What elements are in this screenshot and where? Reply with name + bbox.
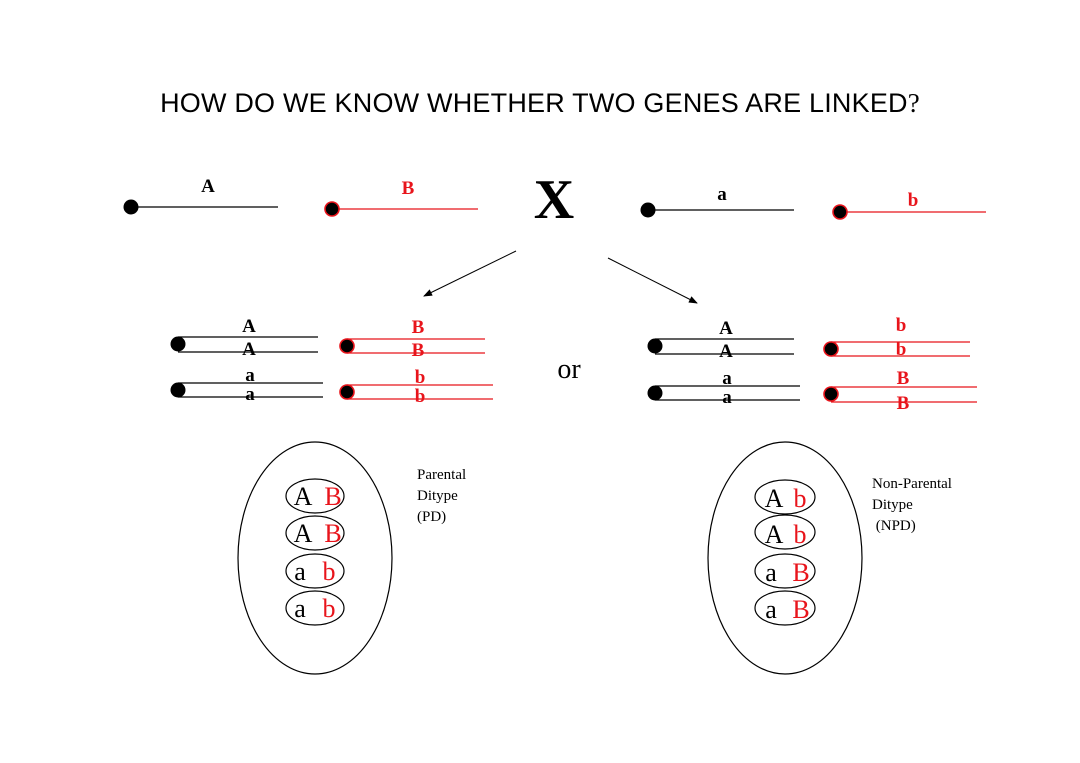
spore-gene: b	[794, 520, 807, 549]
spore-gene: A	[765, 520, 784, 549]
caption-line: Ditype	[417, 488, 458, 504]
parent1-chromosome-A: A	[123, 176, 278, 215]
spore-gene: B	[792, 558, 809, 587]
spore-gene: a	[765, 595, 777, 624]
gene-label-b: b	[908, 190, 919, 211]
spore-gene: b	[323, 557, 336, 586]
gene-label: A	[719, 318, 733, 339]
spore	[754, 479, 816, 515]
ascus-outline	[707, 441, 863, 675]
spore	[285, 515, 345, 551]
left-meiosis-row2-red: b b	[339, 367, 493, 407]
parent2-chromosome-b: b	[832, 190, 986, 220]
gene-label-A: A	[201, 176, 215, 197]
gene-label: A	[719, 341, 733, 362]
spore-gene: a	[294, 557, 306, 586]
left-meiosis-row1-red: B B	[339, 317, 485, 361]
left-meiosis-row1-black: A A	[170, 316, 318, 360]
spore-gene: b	[323, 594, 336, 623]
parent2-chromosome-a: a	[640, 184, 794, 218]
gene-label: a	[245, 365, 255, 386]
cross-symbol: X	[534, 169, 574, 231]
spore	[285, 478, 345, 514]
gene-label: a	[245, 384, 255, 405]
ascus-non-parental-ditype: A b A b a B a B Non-Parental Ditype (NPD…	[707, 441, 952, 675]
spore-gene: b	[794, 484, 807, 513]
caption-line: Ditype	[872, 497, 913, 513]
gene-label: b	[415, 367, 426, 388]
title-text: HOW DO WE KNOW WHETHER TWO GENES ARE LIN…	[160, 88, 908, 118]
caption-line: Non-Parental	[872, 476, 952, 492]
gene-label: b	[415, 386, 426, 407]
right-meiosis-row2-red: B B	[823, 368, 977, 414]
ascus-parental-ditype: A B A B a b a b Parental Ditype (PD)	[237, 441, 466, 675]
spore-gene: a	[294, 594, 306, 623]
caption-line: (NPD)	[872, 518, 916, 534]
spore	[754, 514, 816, 550]
gene-label: B	[412, 340, 425, 361]
spore-gene: A	[294, 482, 313, 511]
spore-gene: B	[324, 482, 341, 511]
spore-gene: A	[294, 519, 313, 548]
gene-label: A	[242, 316, 256, 337]
gene-label-B: B	[402, 178, 415, 199]
spore	[754, 590, 816, 626]
spore-gene: B	[324, 519, 341, 548]
spore	[285, 553, 345, 589]
right-meiosis-row2-black: a a	[647, 368, 800, 408]
spore-gene: a	[765, 558, 777, 587]
spore-gene: A	[765, 484, 784, 513]
gene-label: a	[722, 387, 732, 408]
left-meiosis-row2-black: a a	[170, 365, 323, 405]
right-meiosis-row1-black: A A	[647, 318, 794, 362]
ascus-outline	[237, 441, 393, 675]
or-label: or	[557, 354, 581, 385]
title-question-mark: ?	[907, 88, 920, 118]
gene-label: B	[897, 393, 910, 414]
caption-line: Parental	[417, 467, 466, 483]
gene-label: B	[897, 368, 910, 389]
spore-gene: B	[792, 595, 809, 624]
gene-label-a: a	[717, 184, 727, 205]
arrow-left	[423, 250, 517, 297]
gene-label: a	[722, 368, 732, 389]
spore	[754, 553, 816, 589]
caption-line: (PD)	[417, 509, 446, 525]
spore	[285, 590, 345, 626]
page-title: HOW DO WE KNOW WHETHER TWO GENES ARE LIN…	[0, 88, 1080, 119]
gene-label: b	[896, 339, 907, 360]
gene-label: b	[896, 315, 907, 336]
arrow-right	[607, 257, 698, 304]
parent1-chromosome-B: B	[324, 178, 478, 217]
right-meiosis-row1-red: b b	[823, 315, 970, 360]
gene-label: B	[412, 317, 425, 338]
gene-label: A	[242, 339, 256, 360]
